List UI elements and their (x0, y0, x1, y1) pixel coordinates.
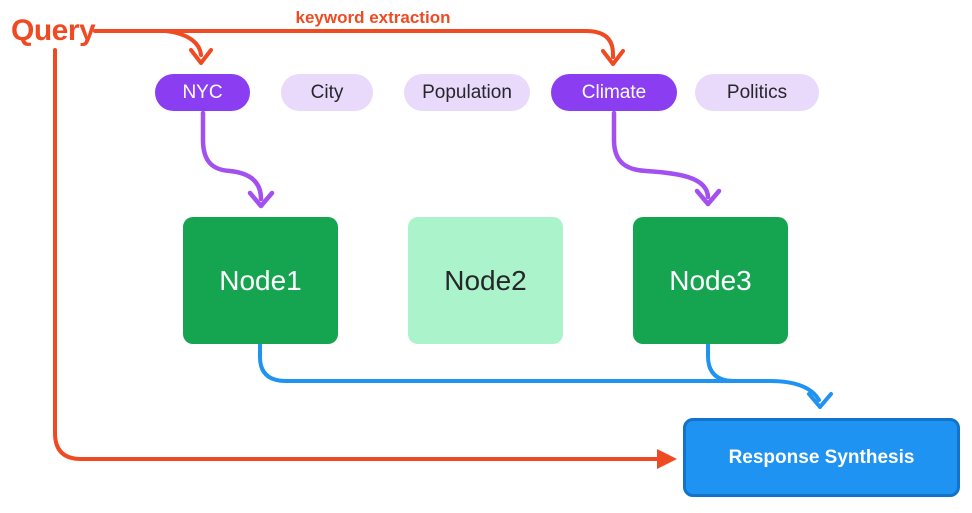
keyword-pill-nyc: NYC (155, 74, 250, 111)
node-2: Node2 (408, 217, 563, 344)
keyword-extraction-line (93, 29, 615, 59)
climate-to-node3-arrow (611, 110, 711, 200)
node-1: Node1 (183, 217, 338, 344)
synthesis-blue-arrowhead-icon (807, 392, 833, 409)
keyword-pill-climate: Climate (551, 74, 677, 111)
nyc-to-node1-arrow (200, 110, 264, 202)
keyword-extraction-label: keyword extraction (295, 8, 451, 27)
keyword-pill-population: Population (404, 74, 530, 111)
node1-to-synthesis-arrow (258, 343, 821, 402)
query-to-nyc-arrow (164, 29, 203, 57)
climate-arrowhead-icon (601, 49, 625, 66)
node3-to-synthesis-arrow (706, 343, 736, 383)
response-synthesis-box: Response Synthesis (683, 418, 960, 497)
node3-arrowhead-icon (694, 188, 722, 207)
keyword-pill-city: City (281, 74, 373, 111)
synthesis-red-arrowhead-icon (657, 449, 677, 469)
node1-arrowhead-icon (247, 190, 275, 209)
nyc-arrowhead-icon (189, 48, 213, 65)
node-3: Node3 (633, 217, 788, 344)
query-to-synthesis-arrow (53, 48, 660, 461)
query-label: Query (11, 14, 96, 47)
keyword-pill-politics: Politics (695, 74, 819, 111)
